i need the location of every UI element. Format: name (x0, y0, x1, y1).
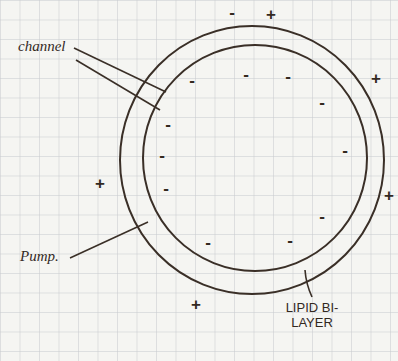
leader-line (70, 222, 148, 258)
charge-sign: + (191, 296, 201, 313)
charge-sign: + (266, 6, 276, 23)
part-label: channel (18, 38, 65, 55)
charge-sign: + (95, 175, 105, 192)
charge-sign: - (243, 66, 249, 83)
charge-sign: + (384, 187, 394, 204)
charge-sign: - (287, 232, 293, 249)
charge-sign: - (189, 72, 195, 89)
charge-sign: + (371, 70, 381, 87)
inner-membrane (143, 45, 367, 271)
charge-sign: - (159, 147, 165, 164)
part-label: LIPID BI-LAYER (277, 300, 347, 330)
charge-sign: - (342, 142, 348, 159)
outer-membrane (120, 26, 384, 294)
charge-sign: - (319, 94, 325, 111)
charge-sign: - (285, 68, 291, 85)
charge-sign: - (165, 116, 171, 133)
leader-line (76, 60, 160, 110)
charge-sign: - (319, 208, 325, 225)
part-label: Pump. (20, 248, 59, 265)
charge-sign: - (163, 180, 169, 197)
charge-sign: - (205, 234, 211, 251)
charge-sign: - (229, 4, 235, 21)
leader-line (305, 270, 312, 297)
